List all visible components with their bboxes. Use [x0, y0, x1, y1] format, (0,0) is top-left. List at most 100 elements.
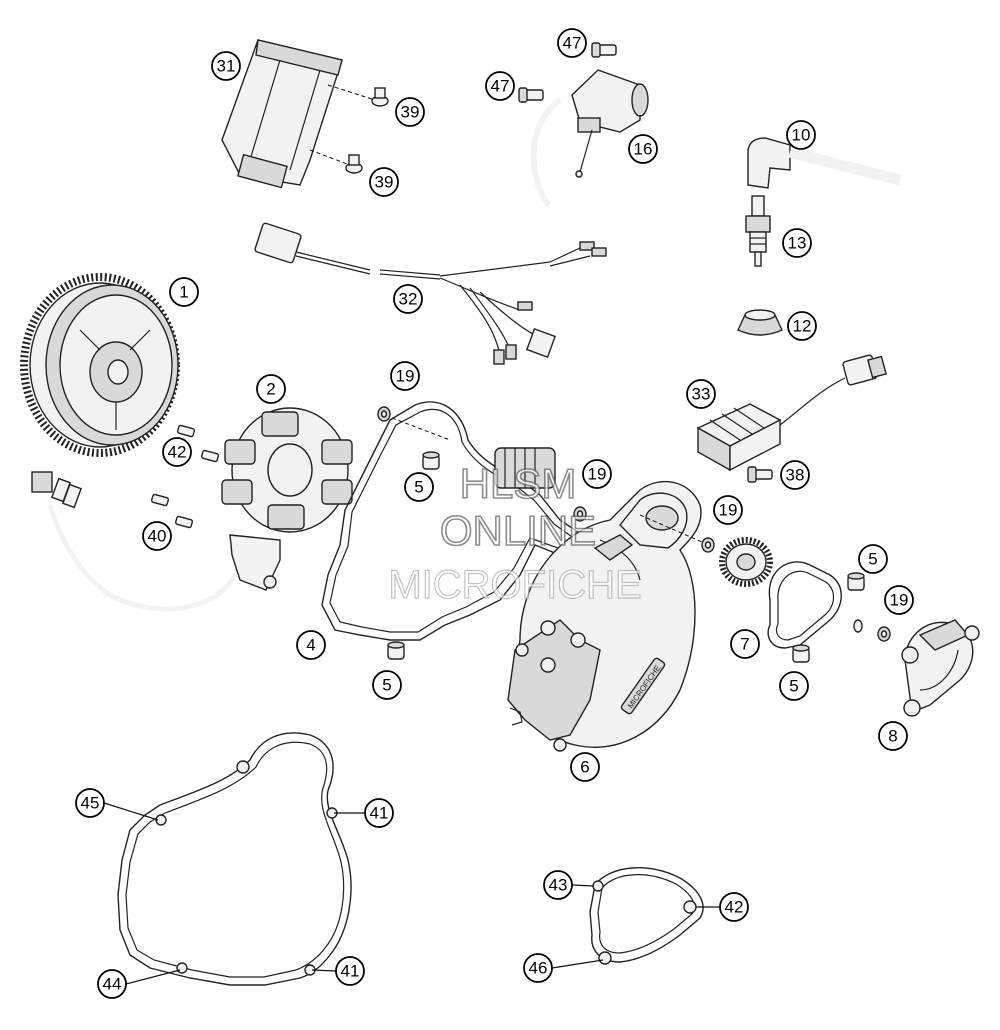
- callout-39-b: 39: [369, 167, 399, 197]
- callout-7: 7: [730, 629, 760, 659]
- callout-5-a: 5: [404, 472, 434, 502]
- svg-text:5: 5: [382, 676, 391, 695]
- rubber-seal-drawing: [737, 309, 783, 336]
- leader-lines: [103, 802, 720, 985]
- svg-text:44: 44: [103, 975, 122, 994]
- sealing-ring-19-b: [573, 506, 587, 522]
- gear-shaft-drawing: [494, 447, 556, 489]
- callout-5-b: 5: [372, 670, 402, 700]
- watermark-line1: HLSM: [460, 460, 577, 507]
- watermark-line3: MICROFICHE: [388, 563, 641, 607]
- svg-text:47: 47: [563, 34, 582, 53]
- wiring-harness-drawing: [254, 222, 607, 365]
- sensor-cover-drawing: [901, 619, 980, 717]
- callout-45: 45: [75, 788, 105, 818]
- callout-47-a: 47: [557, 28, 587, 58]
- svg-text:5: 5: [414, 478, 423, 497]
- svg-text:40: 40: [148, 527, 167, 546]
- callout-6: 6: [570, 752, 600, 782]
- svg-text:19: 19: [890, 591, 909, 610]
- svg-text:12: 12: [793, 317, 812, 336]
- svg-text:2: 2: [266, 380, 275, 399]
- svg-text:38: 38: [786, 466, 805, 485]
- svg-text:7: 7: [740, 635, 749, 654]
- callout-41-b: 41: [335, 956, 365, 986]
- sealing-ring-19-a: [377, 406, 391, 422]
- lower-small-gasket-drawing: [589, 867, 704, 963]
- svg-text:39: 39: [375, 173, 394, 192]
- svg-text:42: 42: [725, 898, 744, 917]
- voltage-regulator-drawing: [696, 354, 887, 472]
- callout-42: 42: [162, 437, 192, 467]
- svg-text:41: 41: [341, 962, 360, 981]
- callout-40: 40: [142, 521, 172, 551]
- callout-38: 38: [780, 460, 810, 490]
- ignition-cover-drawing: MICROFICHE: [507, 480, 702, 752]
- svg-text:43: 43: [549, 876, 568, 895]
- svg-text:6: 6: [580, 758, 589, 777]
- svg-text:19: 19: [719, 501, 738, 520]
- coil-screw-47-a: [591, 42, 617, 58]
- svg-text:31: 31: [217, 57, 236, 76]
- callout-1: 1: [169, 277, 199, 307]
- svg-text:10: 10: [792, 126, 811, 145]
- svg-text:19: 19: [396, 367, 415, 386]
- svg-text:39: 39: [401, 103, 420, 122]
- callout-16: 16: [628, 134, 658, 164]
- callout-8: 8: [878, 721, 908, 751]
- spark-plug-connector-drawing: [747, 137, 902, 189]
- small-gear-drawing: [719, 537, 773, 587]
- callout-19-a: 19: [390, 361, 420, 391]
- callout-19-c: 19: [713, 495, 743, 525]
- large-gasket-drawing: [117, 732, 352, 986]
- dowel-sleeve-5-c: [847, 572, 865, 591]
- sealing-ring-19-d: [853, 619, 891, 642]
- flywheel-drawing: [20, 273, 180, 457]
- spark-plug-drawing: [745, 195, 771, 267]
- callout-4: 4: [296, 630, 326, 660]
- callout-19-d: 19: [884, 585, 914, 615]
- svg-text:32: 32: [399, 290, 418, 309]
- callout-10: 10: [786, 120, 816, 150]
- dowel-sleeve-5-d: [792, 644, 810, 663]
- dowel-sleeve-5-a: [422, 451, 440, 470]
- svg-text:33: 33: [692, 385, 711, 404]
- pulse-screws-42: [176, 424, 220, 463]
- callout-5-d: 5: [779, 671, 809, 701]
- callout-47-b: 47: [485, 71, 515, 101]
- svg-text:45: 45: [81, 794, 100, 813]
- callout-42-b: 42: [719, 892, 749, 922]
- watermark: HLSM ONLINE MICROFICHE: [388, 459, 643, 607]
- callout-41-a: 41: [364, 798, 394, 828]
- callout-39-a: 39: [395, 97, 425, 127]
- washer-screw-39-b: [345, 154, 363, 174]
- svg-text:8: 8: [888, 727, 897, 746]
- stator-screws-40: [150, 493, 194, 529]
- small-gasket-drawing: [767, 561, 842, 649]
- svg-text:46: 46: [529, 959, 548, 978]
- callout-19-b: 19: [582, 459, 612, 489]
- svg-text:42: 42: [168, 443, 187, 462]
- control-unit-drawing: [221, 39, 343, 189]
- svg-text:41: 41: [370, 804, 389, 823]
- screw-38-drawing: [747, 466, 773, 483]
- svg-text:16: 16: [634, 140, 653, 159]
- callout-33: 33: [686, 379, 716, 409]
- callout-12: 12: [787, 311, 817, 341]
- callout-46: 46: [523, 953, 553, 983]
- coil-screw-47-b: [518, 87, 544, 103]
- callout-5-c: 5: [858, 544, 888, 574]
- svg-text:1: 1: [179, 283, 188, 302]
- svg-text:13: 13: [788, 234, 807, 253]
- svg-text:19: 19: [588, 465, 607, 484]
- washer-screw-39-a: [371, 87, 389, 107]
- callout-2: 2: [256, 374, 286, 404]
- dowel-sleeve-5-b: [387, 641, 405, 660]
- svg-text:5: 5: [789, 677, 798, 696]
- callout-43: 43: [543, 870, 573, 900]
- stator-drawing: [31, 407, 353, 612]
- svg-text:5: 5: [868, 550, 877, 569]
- callout-44: 44: [97, 969, 127, 999]
- svg-text:47: 47: [491, 77, 510, 96]
